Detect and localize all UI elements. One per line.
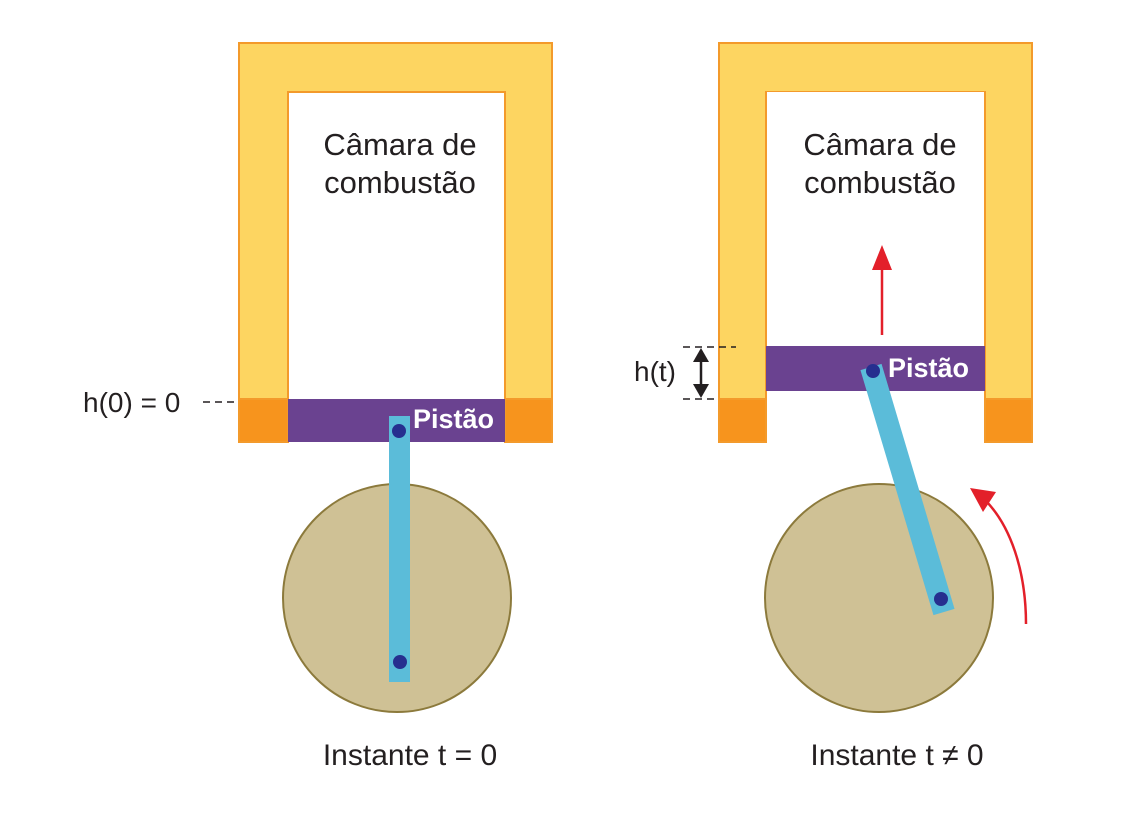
right-cylinder-base-left — [718, 398, 767, 443]
left-connecting-rod — [389, 416, 410, 682]
left-cylinder-base-left — [238, 398, 289, 443]
right-height-label: h(t) — [634, 356, 676, 387]
right-chamber-label-line1: Câmara de — [803, 127, 956, 162]
right-rod-bottom-pin — [934, 592, 948, 606]
right-height-arrow-up — [693, 348, 709, 362]
left-panel: Câmara de combustão Pistão h(0) = 0 Inst… — [83, 42, 553, 772]
right-crank-wheel — [764, 483, 994, 713]
right-caption: Instante t ≠ 0 — [810, 739, 983, 772]
left-rod-top-pin — [392, 424, 406, 438]
right-rotation-arrow — [984, 499, 1028, 625]
right-height-arrow-down — [693, 384, 709, 398]
right-rod-top-pin — [866, 364, 880, 378]
right-chamber-label-line2: combustão — [804, 165, 956, 200]
right-connecting-rod — [860, 363, 955, 616]
left-chamber-label-line2: combustão — [324, 165, 476, 200]
left-cylinder-wall — [238, 42, 553, 400]
right-cylinder-base-right — [984, 398, 1033, 443]
left-cylinder-base-right — [504, 398, 553, 443]
left-caption: Instante t = 0 — [323, 739, 497, 772]
right-piston-label: Pistão — [888, 353, 969, 383]
left-chamber-label-line1: Câmara de — [323, 127, 476, 162]
left-rod-bottom-pin — [393, 655, 407, 669]
right-panel: Câmara de combustão Pistão h(t) Instante… — [634, 42, 1033, 772]
left-piston-label: Pistão — [413, 404, 494, 434]
left-height-label: h(0) = 0 — [83, 387, 180, 418]
